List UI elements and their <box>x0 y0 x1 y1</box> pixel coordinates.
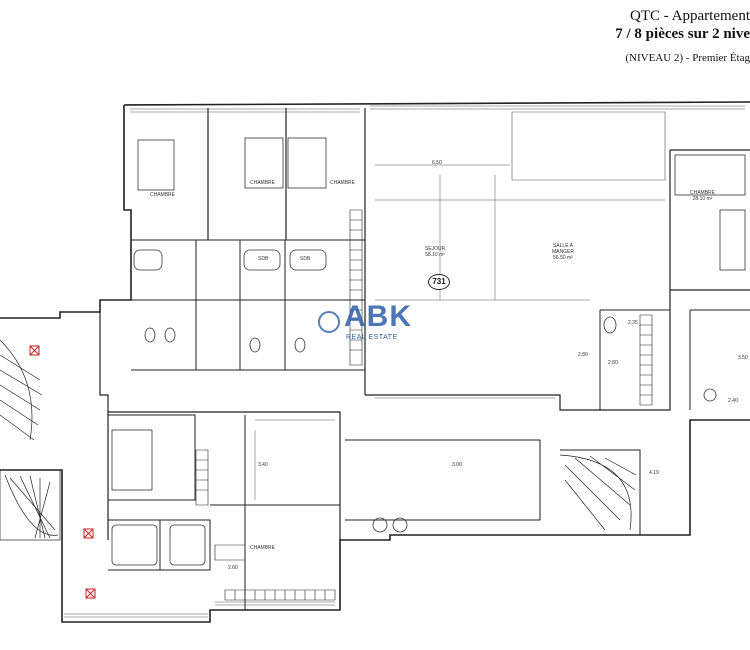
dimension-label: 2.40 <box>728 398 738 404</box>
room-label: CHAMBRE <box>250 545 276 551</box>
dimension-label: 6.50 <box>432 160 442 166</box>
wardrobes <box>195 209 653 601</box>
room-label: SALLE A MANGER 56.50 m² <box>552 243 574 261</box>
furniture <box>111 137 746 566</box>
plan-title: QTC - Appartement <box>630 8 750 24</box>
windows <box>64 105 745 618</box>
watermark-tagline: REAL ESTATE <box>346 334 398 341</box>
plan-level: (NIVEAU 2) - Premier Étag <box>625 52 750 64</box>
unit-number: 731 <box>428 274 450 290</box>
room-label: SDB <box>258 256 269 262</box>
walls <box>0 101 750 623</box>
dimension-label: 2.35 <box>628 320 638 326</box>
watermark: ABK REAL ESTATE <box>318 300 412 341</box>
dimension-label: 3.00 <box>452 462 462 468</box>
dimension-label: 2.60 <box>228 565 238 571</box>
dimension-label: 3.50 <box>738 355 748 361</box>
dimension-lines <box>254 164 665 500</box>
plan-subtitle: 7 / 8 pièces sur 2 nive <box>615 26 750 42</box>
room-label: CHAMBRE <box>150 192 176 198</box>
detector-icons <box>29 345 96 599</box>
dimension-label: 2.80 <box>578 352 588 358</box>
dimension-label: 4.19 <box>649 470 659 476</box>
room-label: CHAMBRE <box>250 180 276 186</box>
staircases <box>0 339 637 541</box>
room-label: CHAMBRE 28.10 m² <box>690 190 716 202</box>
watermark-logo: ABK <box>344 300 412 333</box>
dimension-label: 3.40 <box>258 462 268 468</box>
globe-icon <box>318 311 340 333</box>
room-label: SEJOUR 58.10 m² <box>425 246 446 258</box>
room-label: CHAMBRE <box>330 180 356 186</box>
room-label: SDB <box>300 256 311 262</box>
dimension-label: 2.80 <box>608 360 618 366</box>
